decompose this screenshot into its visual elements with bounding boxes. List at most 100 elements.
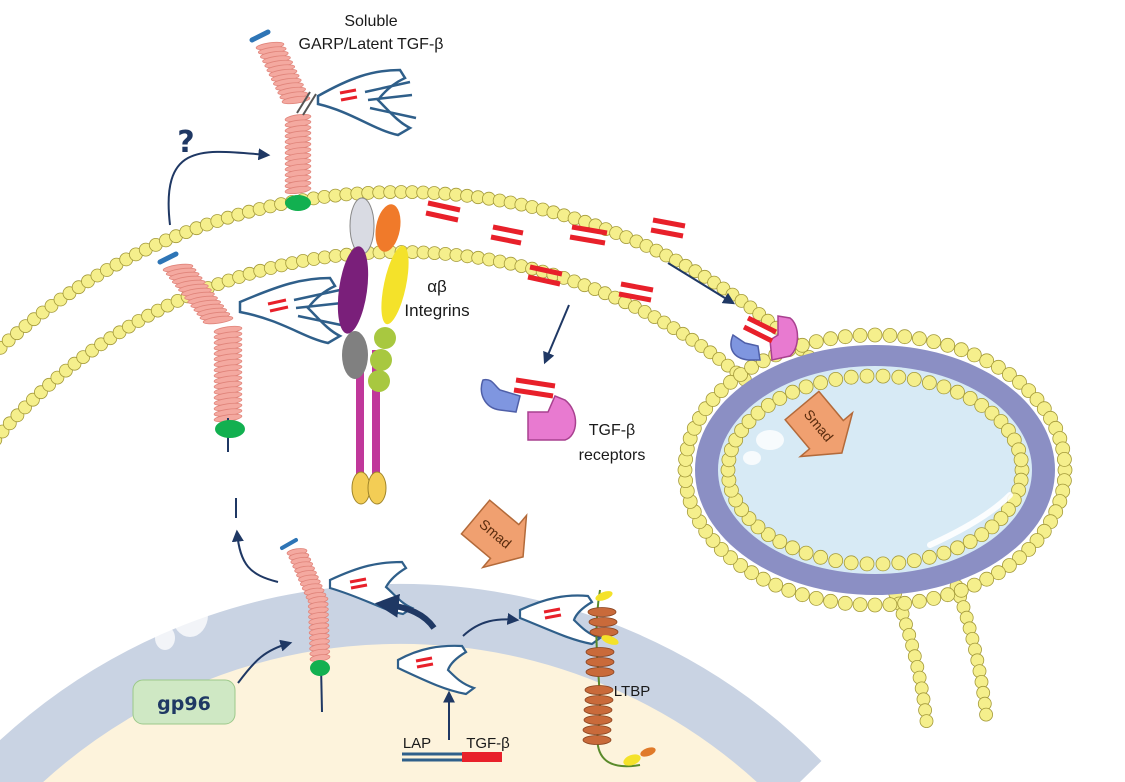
ltbp-complex <box>518 589 656 768</box>
lipid-head <box>772 534 788 549</box>
soluble-label-line1: Soluble <box>344 13 397 30</box>
lipid-head <box>837 595 853 611</box>
gp96-box: gp96 <box>132 679 236 725</box>
integrin-complex <box>337 197 409 505</box>
lipid-head <box>912 593 927 609</box>
lipid-head <box>755 571 771 587</box>
lipid-head <box>974 397 990 413</box>
lipid-head <box>750 405 766 421</box>
lipid-head <box>919 714 934 728</box>
lipid-head <box>922 549 937 565</box>
lipid-head <box>723 374 738 390</box>
lipid-head <box>991 565 1006 581</box>
lipid-head <box>966 347 982 363</box>
lipid-head <box>843 369 859 385</box>
lipid-head <box>1021 542 1037 557</box>
lipid-head <box>897 329 913 345</box>
lipid-head <box>926 334 942 350</box>
lipid-head <box>823 331 838 347</box>
lipid-head <box>962 390 978 406</box>
integrins-label-line1: αβ <box>427 277 447 296</box>
lipid-head <box>713 383 729 399</box>
lipid-head <box>936 379 952 395</box>
cell-highlight-small <box>155 626 175 650</box>
latent-tgfb-intracellular <box>396 644 477 696</box>
lipid-head <box>882 597 898 612</box>
lipid-head <box>979 707 993 722</box>
lipid-head <box>979 353 995 369</box>
lipid-head <box>785 540 800 556</box>
lipid-head <box>867 327 883 343</box>
lipid-head <box>950 540 965 556</box>
soluble-label-line2: GARP/Latent TGF-β <box>299 36 444 53</box>
tgfb-receptor-vesicle <box>730 315 799 361</box>
lipid-head <box>962 534 978 549</box>
lipid-head <box>991 359 1006 375</box>
arrow-bold-to-garp <box>374 593 437 630</box>
lipid-head <box>859 556 875 572</box>
lipid-head <box>852 327 868 343</box>
lipid-head <box>760 527 776 542</box>
lipid-head <box>897 595 913 611</box>
lipid-head <box>859 368 875 384</box>
lipid-head <box>837 329 853 345</box>
lipid-head <box>906 371 922 387</box>
question-mark: ? <box>177 125 194 160</box>
lipid-head <box>940 337 956 353</box>
lipid-head <box>875 556 891 572</box>
latent-tgfb-soluble <box>316 68 413 137</box>
lipid-head <box>984 519 1000 535</box>
lipid-head <box>953 582 969 598</box>
lipid-head <box>966 577 982 593</box>
lipid-head <box>1057 451 1072 467</box>
lipid-head <box>781 582 797 598</box>
lipid-head <box>1002 558 1017 573</box>
lipid-head <box>875 368 891 384</box>
labels: Soluble GARP/Latent TGF-β ? αβ Integrins… <box>177 13 650 752</box>
garp-membrane-anchor <box>215 420 245 438</box>
gp96-label: gp96 <box>157 693 211 715</box>
lipid-head <box>882 327 898 343</box>
garp-membrane-complex <box>157 251 347 452</box>
arrow-gp96 <box>237 639 293 684</box>
lipid-head <box>828 371 844 387</box>
lipid-head <box>760 397 776 413</box>
lipid-head <box>891 369 907 385</box>
smad-arrow-cell: Smad <box>460 499 528 569</box>
receptors-label-line2: receptors <box>579 447 646 464</box>
lipid-head <box>808 591 824 606</box>
lipid-head <box>808 334 824 350</box>
receptors-label-line1: TGF-β <box>589 422 636 439</box>
lipid-head <box>912 331 927 347</box>
lipid-head <box>723 550 738 566</box>
lipid-head <box>852 597 868 612</box>
lipid-head <box>906 553 922 568</box>
tgfb-receptor-cell <box>480 377 577 441</box>
vesicle <box>677 327 1073 613</box>
precursor-bar <box>402 752 502 762</box>
cell-highlight <box>172 593 208 637</box>
lipid-head <box>867 597 883 613</box>
lipid-head <box>744 565 759 581</box>
integrins-label-line2: Integrins <box>404 301 469 320</box>
lipid-head <box>979 571 995 587</box>
lipid-head <box>922 375 937 391</box>
lipid-head <box>794 587 810 603</box>
lipid-head <box>813 549 828 565</box>
lipid-head <box>733 558 748 573</box>
lipid-head <box>953 342 969 358</box>
arrow-to-receptor-vesicle <box>667 262 736 305</box>
lipid-head <box>1012 550 1027 566</box>
active-tgfb-pairs <box>425 200 686 303</box>
lipid-head <box>828 553 844 568</box>
garp-soluble-anchor <box>285 195 311 211</box>
lipid-head <box>1012 374 1027 390</box>
lipid-head <box>785 384 800 400</box>
lipid-head <box>733 367 748 382</box>
latent-tgfb-membrane <box>238 276 343 345</box>
lipid-head <box>926 591 942 606</box>
ltbp-label: LTBP <box>614 683 650 700</box>
lipid-head <box>798 545 814 561</box>
arrows <box>167 148 736 740</box>
